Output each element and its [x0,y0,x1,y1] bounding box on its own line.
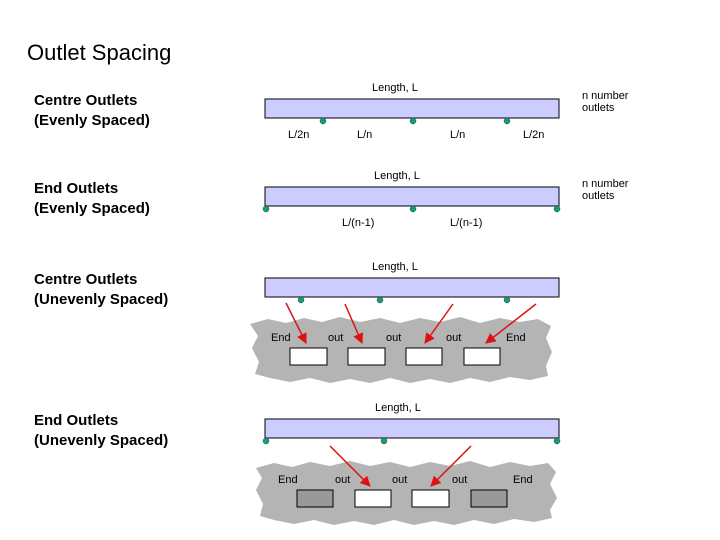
callout-label: End [271,332,291,344]
arrow [485,303,537,344]
outlet-dot [262,437,270,445]
outlet-dot [409,117,417,125]
note-line: n number [582,178,629,190]
section-2-label: End Outlets (Evenly Spaced) [34,179,150,219]
note-line: outlets [582,190,615,202]
callout-label: End [513,474,533,486]
section-3-label-line2: (Unevenly Spaced) [34,291,169,308]
outlet-dot [262,205,270,213]
section-2-label-line2: (Evenly Spaced) [34,200,150,217]
length-label-1: Length, L [372,82,418,94]
arrow [424,303,454,344]
spacing-label: L/n [357,129,373,141]
length-label-4: Length, L [375,402,421,414]
section-3-label-line1: Centre Outlets [34,271,138,288]
arrow [285,302,307,344]
spacing-label: L/(n-1) [450,217,483,229]
arrow [430,445,472,487]
outlet-dot [297,296,305,304]
duct-bar-2 [264,186,560,207]
arrow [329,445,371,487]
note-line: outlets [582,102,615,114]
spacing-label: L/n [450,129,466,141]
callout-label: out [392,474,408,486]
length-label-3: Length, L [372,261,418,273]
callout-label: End [506,332,526,344]
outlet-box [347,347,386,366]
callout-label: out [446,332,462,344]
outlet-box-shaded [296,489,334,508]
outlet-box [463,347,501,366]
outlet-box-shaded [470,489,508,508]
length-label-2: Length, L [374,170,420,182]
callout-label: out [335,474,351,486]
outlet-dot [376,296,384,304]
outlet-box [405,347,443,366]
outlet-box [354,489,392,508]
outlet-box [411,489,450,508]
outlet-count-note-1: n number outlets [582,90,628,114]
outlet-dot [319,117,327,125]
outlet-box [289,347,328,366]
note-line: n number [582,90,629,102]
outlet-dot [380,437,388,445]
outlet-dot [503,296,511,304]
spacing-label: L/2n [523,129,545,141]
callout-label: End [278,474,298,486]
callout-label: out [452,474,468,486]
outlet-dot [409,205,417,213]
section-3-label: Centre Outlets (Unevenly Spaced) [34,270,168,310]
callout-cloud-4 [256,461,557,525]
outlet-count-note-2: n number outlets [582,178,628,202]
duct-bar-1 [264,98,560,119]
callout-cloud-3 [250,317,552,383]
page-title: Outlet Spacing [27,40,172,65]
spacing-label: L/(n-1) [342,217,375,229]
section-4-label: End Outlets (Unevenly Spaced) [34,411,168,451]
arrow [344,303,364,344]
callout-label: out [386,332,402,344]
section-1-label: Centre Outlets (Evenly Spaced) [34,91,150,131]
outlet-dot [553,437,561,445]
duct-bar-4 [264,418,560,439]
section-1-label-line1: Centre Outlets [34,92,138,109]
outlet-dot [553,205,561,213]
callout-label: out [328,332,344,344]
spacing-label: L/2n [288,129,310,141]
section-1-label-line2: (Evenly Spaced) [34,112,150,129]
section-2-label-line1: End Outlets [34,180,119,197]
duct-bar-3 [264,277,560,298]
outlet-dot [503,117,511,125]
section-4-label-line1: End Outlets [34,412,119,429]
section-4-label-line2: (Unevenly Spaced) [34,432,169,449]
